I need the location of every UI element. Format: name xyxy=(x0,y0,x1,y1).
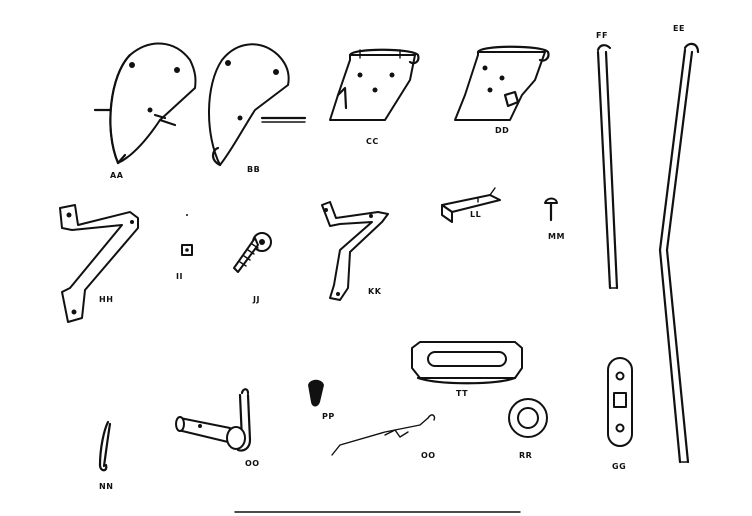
part-bb-drawing xyxy=(208,43,307,167)
part-aa-drawing xyxy=(93,42,197,165)
part-nn-drawing xyxy=(98,420,112,472)
label-ee: EE xyxy=(673,24,685,33)
part-cc-drawing xyxy=(329,48,420,121)
label-mm: MM xyxy=(548,232,565,241)
label-oo-2: OO xyxy=(421,451,436,460)
part-pp-drawing xyxy=(308,379,324,407)
label-hh: HH xyxy=(99,295,114,304)
part-rr-drawing xyxy=(508,398,548,438)
label-kk: KK xyxy=(368,287,382,296)
label-aa: AA xyxy=(110,171,124,180)
label-nn: NN xyxy=(99,482,114,491)
part-ii-drawing xyxy=(181,214,193,256)
part-ff-drawing xyxy=(596,44,619,290)
part-hh-drawing xyxy=(59,204,139,323)
label-oo-1: OO xyxy=(245,459,260,468)
part-dd-drawing xyxy=(454,45,550,121)
label-pp: PP xyxy=(322,412,335,421)
label-dd: DD xyxy=(495,126,510,135)
label-cc: CC xyxy=(366,137,379,146)
label-tt: TT xyxy=(456,389,469,398)
part-jj-drawing xyxy=(233,232,272,273)
part-oo1-drawing xyxy=(175,388,252,452)
label-gg: GG xyxy=(612,462,627,471)
part-ll-drawing xyxy=(441,187,501,223)
label-ff: FF xyxy=(596,31,608,40)
part-oo2-drawing xyxy=(331,414,436,456)
label-bb: BB xyxy=(247,165,261,174)
label-ll: LL xyxy=(470,210,482,219)
label-rr: RR xyxy=(519,451,533,460)
part-gg-drawing xyxy=(607,357,633,447)
part-mm-drawing xyxy=(544,197,558,222)
part-tt-drawing xyxy=(411,341,523,385)
label-jj: JJ xyxy=(253,295,260,304)
label-ii: II xyxy=(176,272,183,281)
part-ee-drawing xyxy=(658,42,700,464)
part-kk-drawing xyxy=(321,201,389,301)
